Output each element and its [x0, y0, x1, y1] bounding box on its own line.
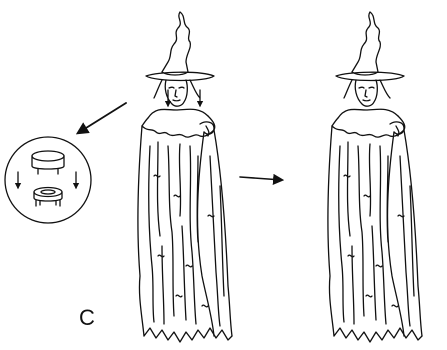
step-label: C	[79, 305, 95, 331]
witch-figure-before	[138, 12, 232, 342]
clip-connector-detail	[5, 137, 91, 223]
witch-figure-after	[328, 12, 422, 342]
arrow-before-to-after	[240, 177, 282, 180]
arrow-to-detail-inset	[78, 103, 126, 133]
